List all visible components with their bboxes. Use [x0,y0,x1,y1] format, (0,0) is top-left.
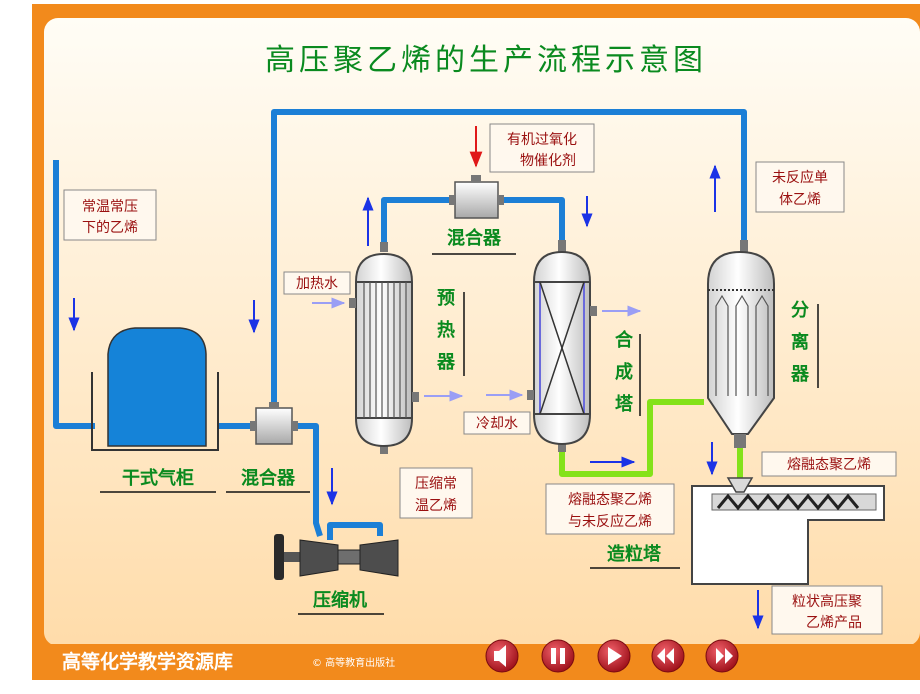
label-melt-unreacted: 熔融态聚乙烯 与未反应乙烯 [545,483,675,535]
granulator [691,477,885,585]
synthesis-tower [527,240,597,452]
svg-text:物催化剂: 物催化剂 [520,153,576,169]
label-initiator: 有机过氧化 物催化剂 [489,123,595,173]
footer-copyright: © 高等教育出版社 [312,656,395,669]
preheater [349,242,419,454]
svg-text:压缩常: 压缩常 [415,476,457,492]
label-molten-pe: 熔融态聚乙烯 [761,451,897,477]
svg-text:乙烯产品: 乙烯产品 [806,615,862,631]
label-granulator: 造粒塔 [590,543,680,569]
label-cooling-water: 冷却水 [463,411,531,435]
svg-text:下的乙烯: 下的乙烯 [82,220,138,236]
pause-button[interactable] [541,639,575,673]
svg-text:熔融态聚乙烯: 熔融态聚乙烯 [568,492,652,508]
mixer-2 [449,175,504,219]
play-icon [608,647,622,665]
label-product: 粒状高压聚 乙烯产品 [771,585,883,635]
svg-text:熔融态聚乙烯: 熔融态聚乙烯 [787,457,871,473]
water-arrows [312,297,642,402]
svg-text:冷却水: 冷却水 [476,416,518,432]
page-title: 高压聚乙烯的生产流程示意图 [265,43,707,78]
separator [707,240,775,448]
label-feed-ethylene: 常温常压 下的乙烯 [63,189,157,241]
label-unreacted-monomer: 未反应单 体乙烯 [755,161,845,213]
pause-icon [551,648,565,664]
flow-arrows [68,164,764,630]
svg-text:混合器: 混合器 [241,467,296,489]
svg-text:粒状高压聚: 粒状高压聚 [792,593,862,610]
rewind-icon [657,648,674,664]
svg-text:加热水: 加热水 [296,276,338,292]
svg-text:温乙烯: 温乙烯 [415,498,457,514]
footer-bar [32,644,920,680]
svg-text:混合器: 混合器 [447,227,502,249]
compressor [274,534,399,580]
svg-text:体乙烯: 体乙烯 [779,192,821,208]
label-compressor: 压缩机 [298,589,384,615]
label-separator: 分 离 器 [790,300,819,388]
mixer-1 [250,402,298,445]
svg-text:造粒塔: 造粒塔 [607,543,662,565]
footer-library: 高等化学教学资源库 [62,650,233,673]
label-gas-holder: 干式气柜 [100,467,216,493]
forward-button[interactable] [705,639,739,673]
label-mixer-2: 混合器 [432,227,516,255]
rewind-button[interactable] [651,639,685,673]
gas-holder [91,327,219,451]
label-mixer-1: 混合器 [226,467,310,493]
label-compressed-ethylene: 压缩常 温乙烯 [399,467,473,519]
speaker-prev-icon [494,645,506,667]
svg-text:未反应单: 未反应单 [772,169,828,186]
pipes-green [559,399,743,478]
svg-text:压缩机: 压缩机 [313,589,367,611]
svg-text:干式气柜: 干式气柜 [122,467,194,489]
svg-text:离: 离 [791,331,809,353]
svg-text:合: 合 [615,329,634,351]
label-synthesis-tower: 合 成 塔 [615,329,641,416]
fast-forward-icon [716,648,733,664]
svg-text:器: 器 [790,364,810,385]
svg-text:塔: 塔 [615,393,634,415]
svg-text:器: 器 [436,352,456,373]
prev-button[interactable] [485,639,519,673]
svg-text:成: 成 [615,361,633,383]
svg-text:有机过氧化: 有机过氧化 [507,132,577,148]
svg-text:分: 分 [791,300,809,321]
label-preheater: 预 热 器 [436,288,465,376]
svg-text:常温常压: 常温常压 [82,199,138,215]
svg-text:热: 热 [437,319,455,341]
svg-text:预: 预 [437,288,455,309]
pipes-blue [53,109,747,540]
play-button[interactable] [597,639,631,673]
label-heating-water: 加热水 [283,271,351,295]
svg-text:与未反应乙烯: 与未反应乙烯 [568,513,652,530]
